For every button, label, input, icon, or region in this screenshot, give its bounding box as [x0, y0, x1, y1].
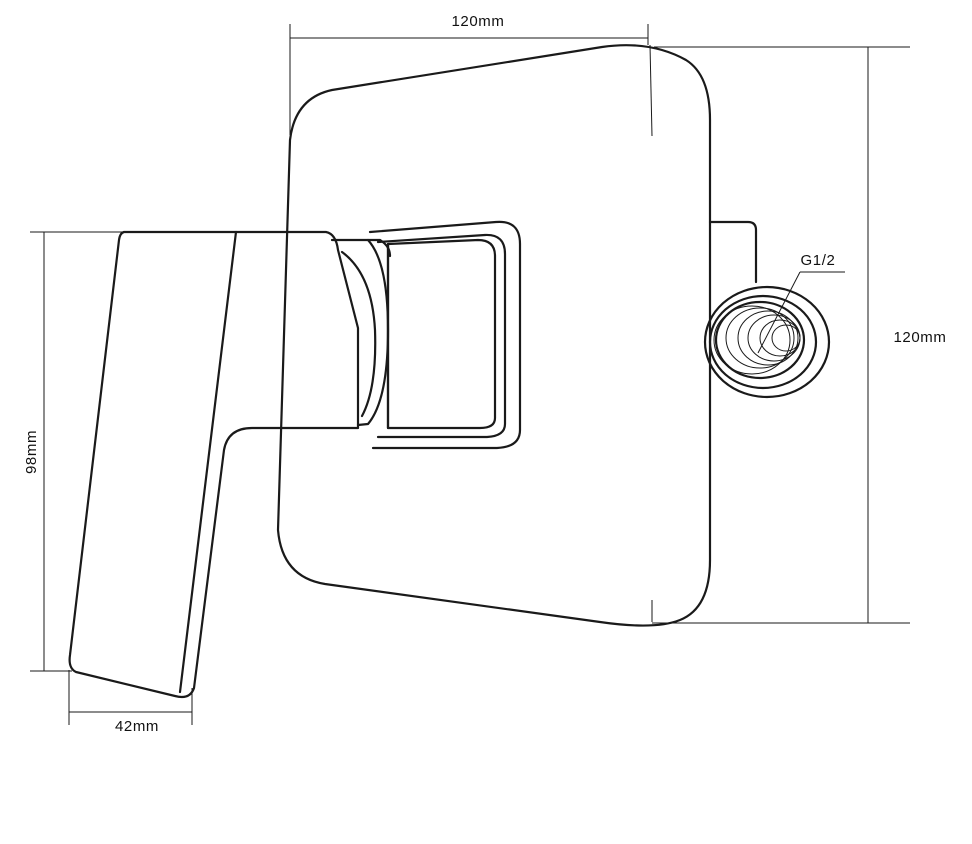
bottom-width-label: 42mm: [115, 718, 159, 735]
top-width-label: 120mm: [451, 13, 504, 30]
cover-plate: [276, 44, 712, 627]
valve-escutcheon: [368, 220, 522, 450]
thread-label: G1/2: [801, 252, 836, 269]
left-height-label: 98mm: [23, 430, 40, 474]
handle-collar: [330, 238, 392, 427]
dimension-lines: [30, 24, 910, 725]
right-height-label: 120mm: [893, 329, 946, 346]
lever-handle: [68, 230, 360, 699]
g12-connector: [703, 220, 831, 399]
